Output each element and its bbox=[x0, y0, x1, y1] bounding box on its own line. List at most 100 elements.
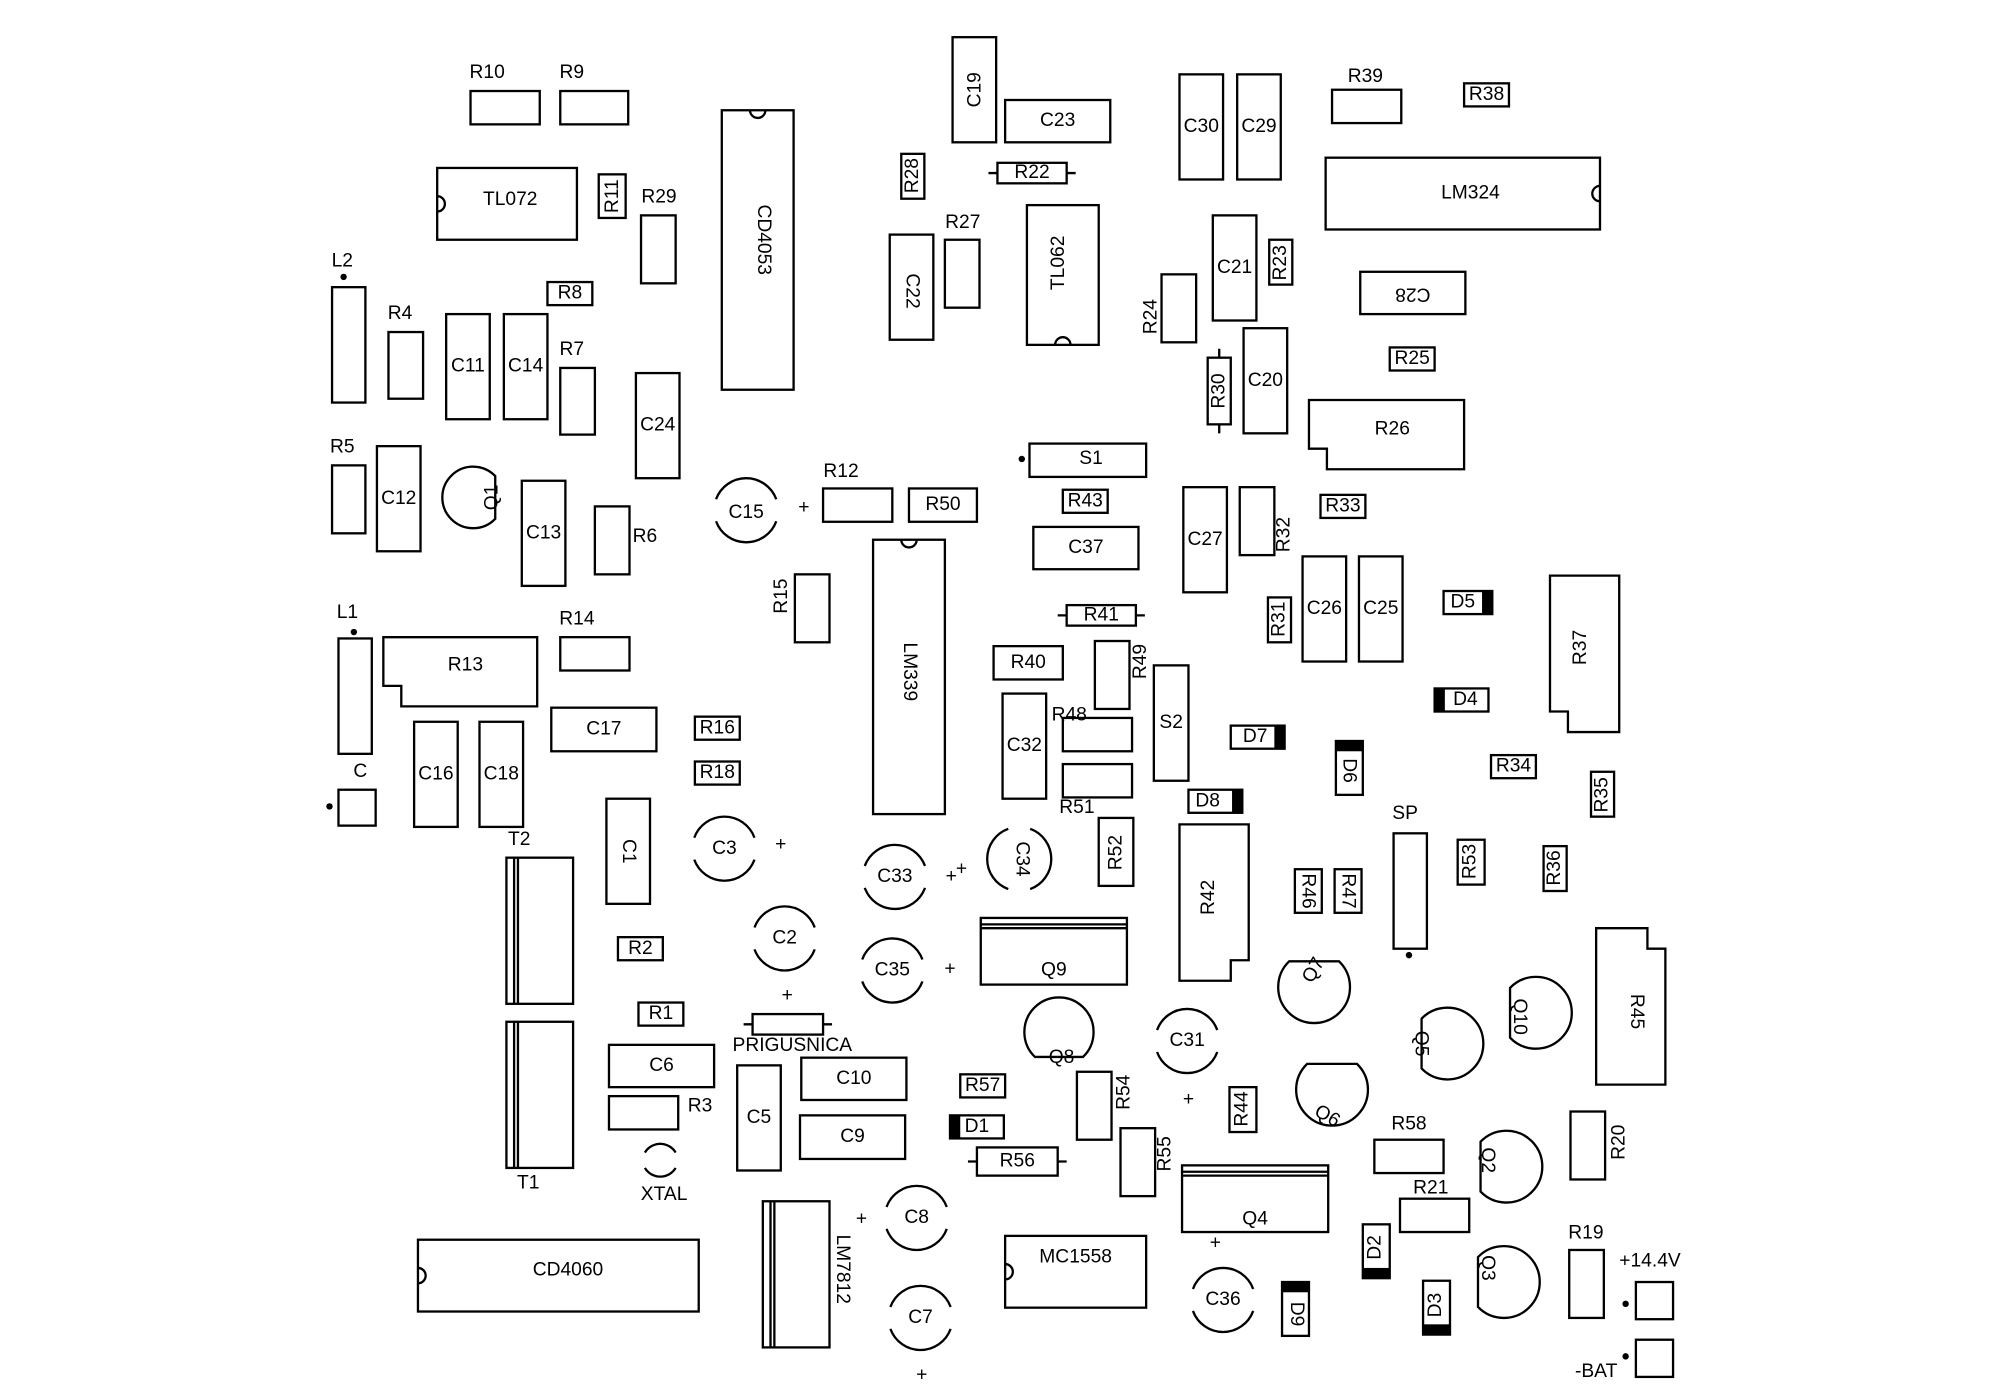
capacitor-outline bbox=[693, 815, 756, 839]
cathode-band bbox=[1335, 741, 1363, 752]
component-label: R52 bbox=[1106, 835, 1127, 870]
component-label: C7 bbox=[908, 1307, 933, 1328]
component-body bbox=[996, 161, 1068, 185]
component-label: LM339 bbox=[899, 642, 920, 701]
component-r58: R58 bbox=[1373, 1113, 1445, 1175]
component-body bbox=[478, 720, 525, 829]
component-body bbox=[793, 573, 831, 644]
component-r55: R55 bbox=[1119, 1127, 1175, 1198]
component-body bbox=[907, 487, 979, 523]
component-prigusnica: PRIGUSNICA bbox=[733, 1012, 852, 1056]
polarity-plus: + bbox=[956, 858, 967, 879]
cathode-band bbox=[1274, 725, 1285, 749]
component-label: D9 bbox=[1286, 1302, 1307, 1327]
component-c35: C35+ bbox=[861, 937, 956, 1004]
component-l2: L2 bbox=[330, 251, 367, 404]
component-q1: Q1 bbox=[441, 465, 502, 530]
component-label: R54 bbox=[1113, 1074, 1134, 1110]
component-c33: C33+ bbox=[863, 843, 957, 911]
component-label: R30 bbox=[1208, 373, 1229, 408]
component-r49: R49 bbox=[1093, 639, 1151, 711]
component-r28: R28 bbox=[900, 152, 926, 200]
component-label: R21 bbox=[1413, 1178, 1448, 1199]
component-body bbox=[639, 214, 677, 285]
capacitor-outline bbox=[714, 477, 778, 500]
component-r2: R2 bbox=[616, 936, 664, 962]
component-body bbox=[1548, 574, 1621, 734]
component-label: R14 bbox=[559, 608, 595, 629]
component-label: Q8 bbox=[1049, 1047, 1075, 1068]
component-body bbox=[736, 1064, 782, 1172]
component-body bbox=[1119, 1127, 1157, 1198]
component-label: R31 bbox=[1269, 602, 1290, 637]
component-d5: D5 bbox=[1442, 589, 1494, 616]
component-body bbox=[751, 1012, 825, 1036]
component-body bbox=[1268, 238, 1294, 286]
capacitor-outline bbox=[861, 981, 924, 1004]
component-r38: R38 bbox=[1462, 82, 1511, 108]
component-label: S1 bbox=[1079, 448, 1103, 469]
component-label: C5 bbox=[747, 1107, 772, 1128]
component-body bbox=[436, 166, 579, 241]
component-c16: C16 bbox=[412, 720, 459, 829]
component-r4: R4 bbox=[387, 303, 425, 400]
component-label: C36 bbox=[1205, 1289, 1240, 1310]
component-label: D5 bbox=[1451, 592, 1476, 613]
component-label: C35 bbox=[875, 960, 910, 981]
component-body bbox=[1061, 488, 1109, 514]
component-label: C10 bbox=[836, 1068, 871, 1089]
component-c22: C22 bbox=[888, 233, 935, 341]
component-body bbox=[1333, 868, 1363, 914]
component-label: C1 bbox=[618, 839, 639, 864]
component-body bbox=[1097, 816, 1135, 888]
component-label: MC1558 bbox=[1039, 1247, 1112, 1268]
component-label: R19 bbox=[1568, 1222, 1603, 1243]
component-r16: R16 bbox=[693, 715, 741, 741]
cathode-band bbox=[1362, 1267, 1390, 1279]
component-label: R13 bbox=[448, 654, 483, 675]
component-body bbox=[693, 715, 741, 741]
component-c21: C21 bbox=[1211, 214, 1258, 322]
component-label: C16 bbox=[418, 763, 453, 784]
component-r52: R52 bbox=[1097, 816, 1135, 888]
component-label: TL062 bbox=[1048, 236, 1069, 291]
component-body bbox=[943, 238, 981, 309]
component-body bbox=[1634, 1338, 1675, 1379]
component-body bbox=[330, 286, 367, 404]
component-label: Q5 bbox=[1410, 1031, 1431, 1057]
component-body bbox=[597, 173, 627, 220]
component-r14: R14 bbox=[559, 608, 631, 672]
component-c5: C5 bbox=[736, 1064, 782, 1172]
component-body bbox=[1065, 603, 1138, 627]
component-body bbox=[1359, 270, 1467, 316]
cathode-band bbox=[1232, 789, 1243, 813]
component-body bbox=[546, 280, 594, 307]
component-body bbox=[1330, 88, 1403, 125]
component-r27: R27 bbox=[943, 212, 981, 309]
component-body bbox=[605, 797, 652, 905]
component-body bbox=[1307, 398, 1466, 471]
capacitor-outline bbox=[986, 827, 1009, 891]
component-label: R22 bbox=[1014, 162, 1049, 183]
component-r40: R40 bbox=[992, 644, 1064, 681]
component-label: Q2 bbox=[1477, 1147, 1498, 1173]
component-q4: Q4 bbox=[1180, 1164, 1330, 1234]
capacitor-outline bbox=[753, 905, 816, 928]
component-t2: T2 bbox=[505, 829, 575, 1005]
component-body bbox=[445, 312, 491, 421]
component-label: R29 bbox=[641, 187, 676, 208]
component-label: R18 bbox=[700, 762, 735, 783]
component-label: R42 bbox=[1198, 880, 1219, 915]
component-r25: R25 bbox=[1388, 346, 1436, 372]
component-label: L2 bbox=[332, 251, 353, 272]
component-body bbox=[1319, 493, 1367, 520]
component-label: C23 bbox=[1040, 110, 1075, 131]
component-xtal: XTAL bbox=[641, 1142, 688, 1205]
component-body bbox=[951, 36, 998, 144]
component-label: C14 bbox=[508, 356, 544, 377]
cathode-band bbox=[950, 1115, 961, 1139]
component-label: C28 bbox=[1395, 284, 1430, 305]
component-label: R43 bbox=[1068, 490, 1103, 511]
component-q5: Q5 bbox=[1410, 1006, 1485, 1081]
component-q9: Q9 bbox=[979, 916, 1129, 986]
